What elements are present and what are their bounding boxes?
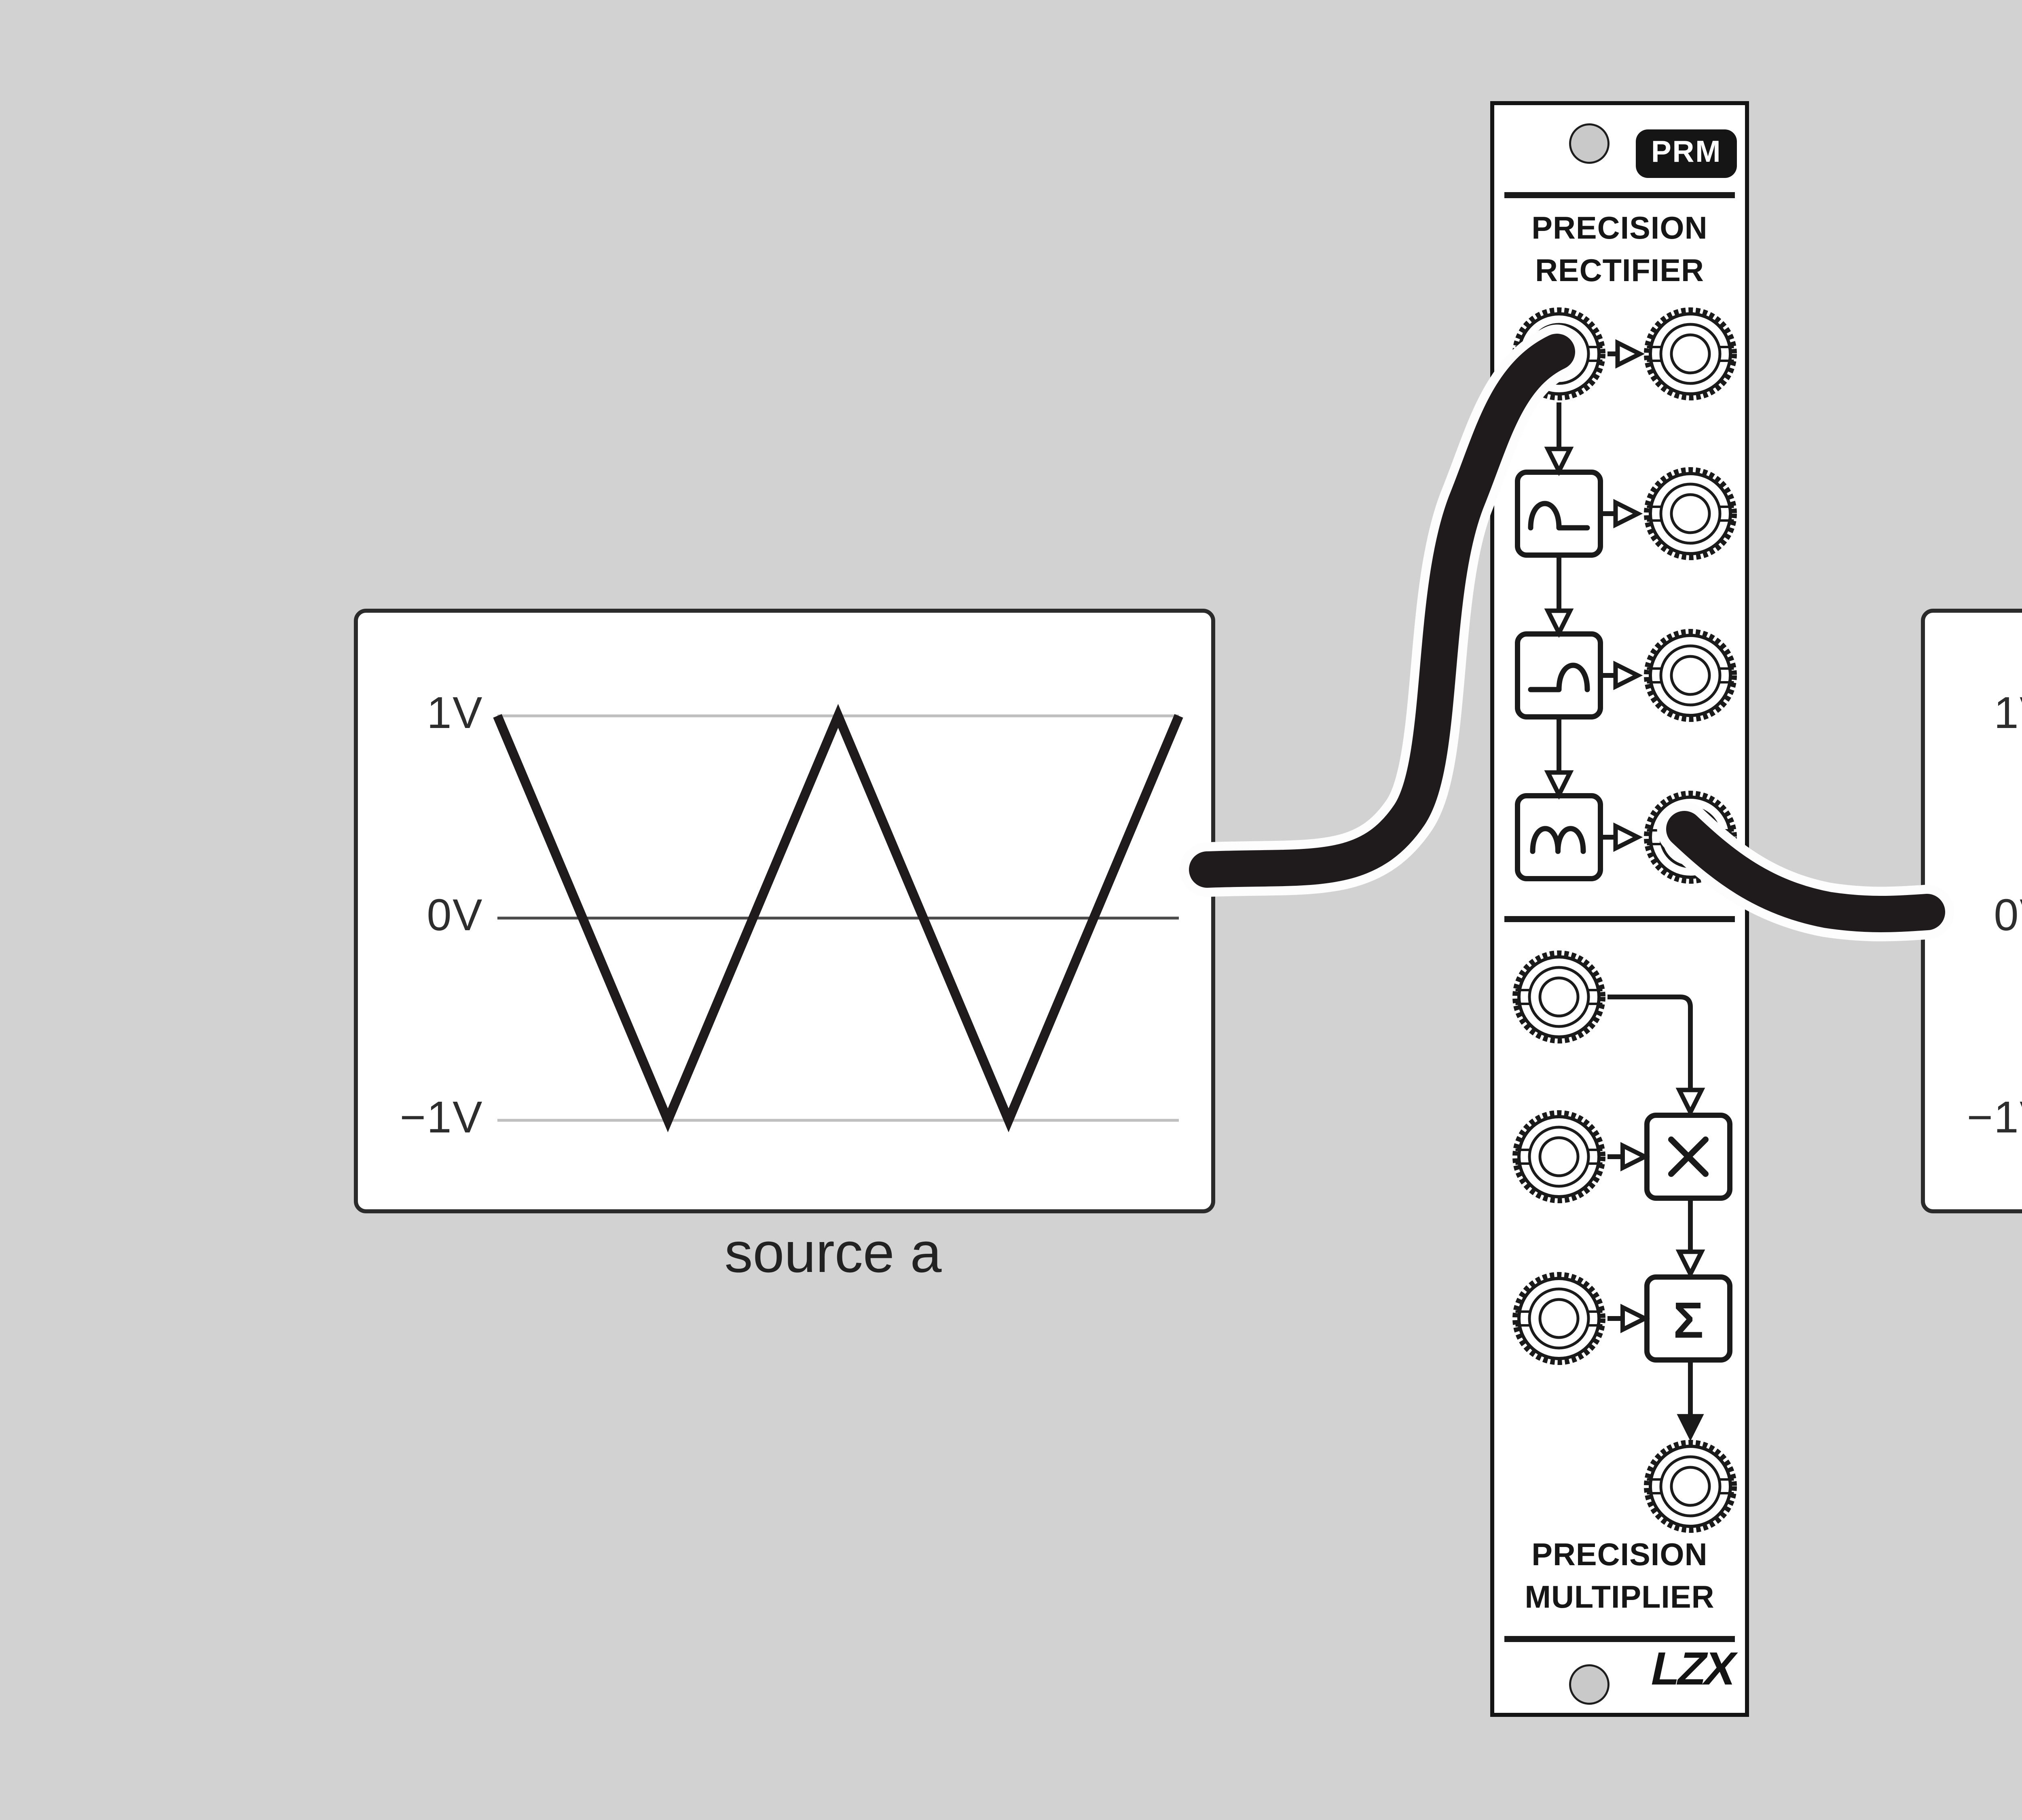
- arrow-right-icon: [1618, 343, 1640, 365]
- ytick-1v: 1V: [427, 688, 483, 738]
- formula-line-1: if x > 0: x = a: [1996, 441, 2022, 516]
- module-signal-flow: Σ: [1494, 105, 1745, 1713]
- rectifier-title-line1: PRECISION: [1531, 212, 1708, 247]
- ytick-neg1v: −1V: [400, 1092, 483, 1143]
- prm-module-panel: PRM PRECISION RECTIFIER: [1490, 101, 1749, 1717]
- arrow-down-icon: [1548, 772, 1570, 795]
- screw-icon: [1569, 1664, 1610, 1705]
- arrow-down-solid-icon: [1679, 1416, 1702, 1438]
- jack-rectifier-input: [1515, 310, 1603, 398]
- arrow-down-icon: [1679, 1090, 1702, 1112]
- panel-divider: [1504, 916, 1735, 921]
- screw-icon: [1569, 123, 1610, 164]
- multiplier-title-line1: PRECISION: [1531, 1539, 1708, 1573]
- destination-waveform-chart: 1V 0V −1V: [1921, 609, 2022, 1213]
- jack-multiplier-out: [1647, 1443, 1734, 1530]
- arrow-right-icon: [1623, 1308, 1645, 1330]
- formula-line-2: else: x = -a: [1996, 516, 2022, 590]
- sum-icon: Σ: [1673, 1293, 1703, 1349]
- ytick-1v: 1V: [1994, 688, 2022, 738]
- ytick-0v: 0V: [1994, 890, 2022, 940]
- source-plot: [493, 704, 1183, 1132]
- multiply-icon: [1668, 1136, 1709, 1177]
- jack-fullwave-out: [1647, 794, 1734, 881]
- rectifier-title-line2: RECTIFIER: [1535, 255, 1704, 289]
- jack-rectifier-thru: [1647, 310, 1734, 398]
- panel-divider: [1504, 1636, 1735, 1641]
- multiplier-title-line2: MULTIPLIER: [1525, 1581, 1715, 1616]
- jack-halfwave-pos-out: [1647, 470, 1734, 557]
- arrow-down-icon: [1679, 1252, 1702, 1274]
- module-badge: PRM: [1636, 129, 1737, 178]
- arrow-down-icon: [1548, 611, 1570, 633]
- rectifier-formula: if x > 0: x = a else: x = -a: [1996, 441, 2022, 590]
- arrow-right-icon: [1616, 503, 1638, 525]
- source-chart-title: source a: [724, 1221, 942, 1284]
- arrow-right-icon: [1623, 1146, 1645, 1168]
- ytick-neg1v: −1V: [1967, 1092, 2022, 1143]
- panel-divider: [1504, 192, 1735, 198]
- ytick-0v: 0V: [427, 890, 483, 940]
- jack-sum-in: [1515, 1275, 1603, 1362]
- source-wave-line: [493, 704, 1183, 1132]
- arrow-right-icon: [1616, 665, 1638, 687]
- arrow-down-icon: [1548, 449, 1570, 471]
- flow-line-elbow: [1607, 995, 1693, 1090]
- jack-halfwave-neg-out: [1647, 632, 1734, 719]
- source-waveform-chart: 1V 0V −1V: [354, 609, 1215, 1213]
- arrow-right-icon: [1616, 826, 1638, 849]
- jack-multiplier-in-b: [1515, 1113, 1603, 1200]
- lzx-logo: LZX: [1646, 1642, 1739, 1695]
- jack-multiplier-in-a: [1515, 953, 1603, 1041]
